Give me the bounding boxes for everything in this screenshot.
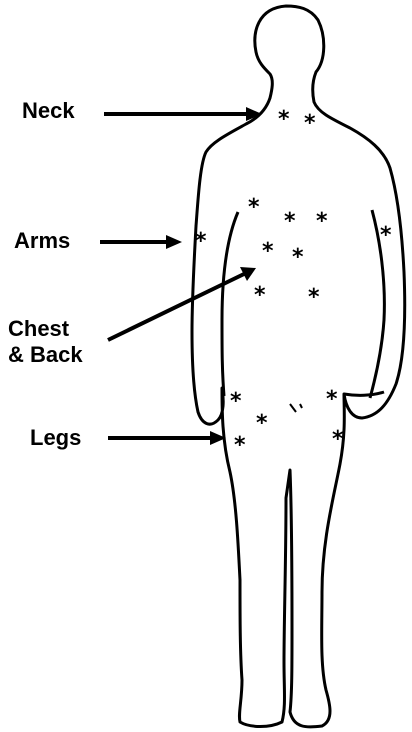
arms-arrow	[100, 235, 182, 249]
chest-marker: *	[292, 245, 304, 270]
chest-marker: *	[316, 209, 328, 234]
chest-marker: *	[254, 283, 266, 308]
leg-marker: *	[256, 411, 268, 436]
chest-label-line1: Chest	[8, 316, 83, 342]
legs-label: Legs	[30, 425, 81, 451]
leg-marker: *	[326, 387, 338, 412]
arm-marker: *	[195, 229, 207, 254]
chest-marker: *	[284, 209, 296, 234]
legs-arrow	[108, 431, 226, 445]
chest-marker: *	[262, 239, 274, 264]
neck-label: Neck	[22, 98, 75, 124]
leg-marker: *	[234, 433, 246, 458]
arms-label: Arms	[14, 228, 70, 254]
neck-arrow	[104, 107, 262, 121]
chest-marker: *	[308, 285, 320, 310]
neck-marker: *	[304, 111, 316, 136]
leg-marker: *	[230, 389, 242, 414]
chest-back-label: Chest & Back	[8, 316, 83, 368]
neck-marker: *	[278, 107, 290, 132]
chest-label-line2: & Back	[8, 342, 83, 368]
chest-marker: *	[248, 195, 260, 220]
arm-marker: *	[380, 223, 392, 248]
leg-marker: *	[332, 427, 344, 452]
